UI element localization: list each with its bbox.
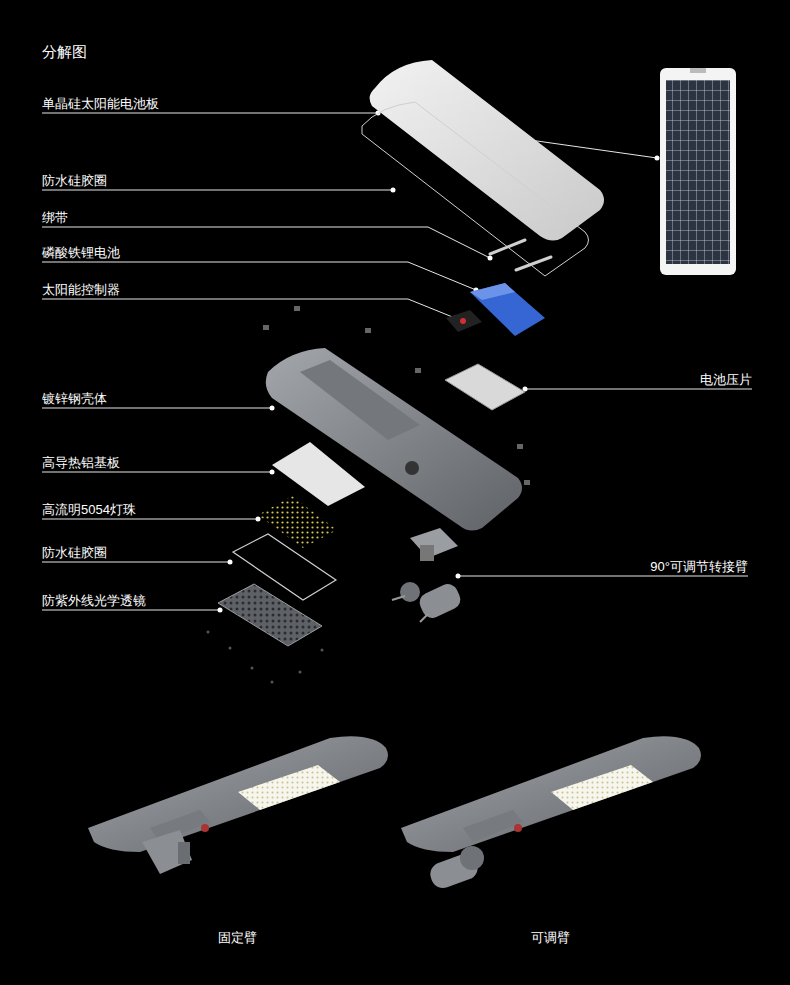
lamp-adjustable [551, 765, 653, 810]
lens-screws [251, 667, 254, 670]
straps [490, 240, 551, 270]
panel-gasket [362, 102, 589, 276]
part-label: 电池压片 [700, 372, 752, 388]
controller [446, 310, 482, 332]
solar-panel-face [660, 68, 736, 275]
lens-screws [299, 671, 302, 674]
screws [294, 306, 300, 311]
caption-label: 可调臂 [531, 930, 570, 946]
straps [516, 257, 551, 270]
leader-lines [42, 113, 752, 610]
leader-lines [42, 190, 393, 191]
aluminium-board [272, 442, 365, 506]
leader-lines [42, 519, 258, 520]
adjust-arm [416, 581, 463, 621]
leader-lines [42, 610, 220, 611]
optical-lens [218, 584, 322, 646]
solar-panel-face [660, 68, 736, 275]
part-label: 防水硅胶圈 [42, 173, 107, 189]
leader-lines [42, 113, 378, 114]
screws [263, 325, 269, 330]
leader-dots [391, 188, 396, 193]
part-label: 90°可调节转接臂 [650, 559, 748, 575]
part-label: 单晶硅太阳能电池板 [42, 96, 159, 112]
lamp-fixed [201, 824, 209, 832]
lamp-adjustable [401, 736, 701, 852]
leader-dots [218, 608, 223, 613]
leader-lines [42, 562, 230, 563]
part-label: 高导热铝基板 [42, 455, 120, 471]
leader-lines [458, 576, 748, 577]
battery-plate [445, 364, 525, 410]
lamp-adjustable [514, 824, 522, 832]
lens-screws [207, 631, 324, 684]
battery [470, 283, 545, 336]
lens-screws [271, 681, 274, 684]
lamp-fixed [178, 842, 190, 864]
leader-dots [228, 560, 233, 565]
solar-panel-face [690, 68, 706, 73]
lamp-fixed [88, 736, 388, 874]
adjust-arm [420, 545, 434, 561]
adjust-arm [420, 614, 428, 622]
leader-dots [270, 470, 275, 475]
controller [446, 310, 482, 332]
solar-panel [370, 60, 604, 241]
leader-dots [456, 574, 461, 579]
solar-panel-face [666, 80, 730, 264]
panel-gasket [362, 102, 589, 276]
lens-screws [229, 647, 232, 650]
adjust-arm [392, 596, 405, 600]
optical-lens [218, 584, 322, 646]
diagram-title: 分解图 [42, 43, 87, 61]
part-label: 镀锌钢壳体 [42, 391, 107, 407]
adjust-arm [392, 528, 464, 622]
controller [460, 318, 466, 324]
housing [405, 461, 419, 475]
part-label: 绑带 [42, 210, 68, 226]
part-label: 防水硅胶圈 [42, 545, 107, 561]
part-label: 防紫外线光学透镜 [42, 593, 146, 609]
led-array [258, 496, 337, 548]
solar-panel [370, 60, 604, 241]
leader-lines [42, 408, 272, 409]
leader-lines [42, 472, 272, 473]
leader-dots [270, 406, 275, 411]
lamp-fixed [88, 736, 388, 852]
screws [524, 480, 530, 485]
part-label: 高流明5054灯珠 [42, 502, 136, 518]
lamp-adjustable [401, 736, 701, 891]
screws [415, 368, 421, 373]
leader-lines [525, 389, 752, 390]
leader-dots [488, 256, 493, 261]
lamp-adjustable [460, 846, 484, 870]
housing [300, 360, 420, 440]
adjust-arm [400, 582, 420, 602]
straps [490, 240, 525, 254]
lamp-adjustable [463, 810, 523, 842]
leader-dots [655, 156, 660, 161]
leader-lines [42, 299, 455, 318]
part-label: 太阳能控制器 [42, 282, 120, 298]
leader-dots [256, 517, 261, 522]
lens-screws [321, 649, 324, 652]
lens-screws [207, 631, 210, 634]
battery [470, 283, 545, 336]
part-label: 磷酸铁锂电池 [42, 245, 120, 261]
caption-label: 固定臂 [218, 930, 257, 946]
battery [470, 283, 515, 300]
screws [517, 444, 523, 449]
lamp-fixed [238, 765, 340, 810]
screws [365, 328, 371, 333]
aluminium-board [272, 442, 365, 506]
led-array [258, 496, 337, 548]
battery-plate [445, 364, 525, 410]
lamp-fixed [142, 830, 192, 874]
